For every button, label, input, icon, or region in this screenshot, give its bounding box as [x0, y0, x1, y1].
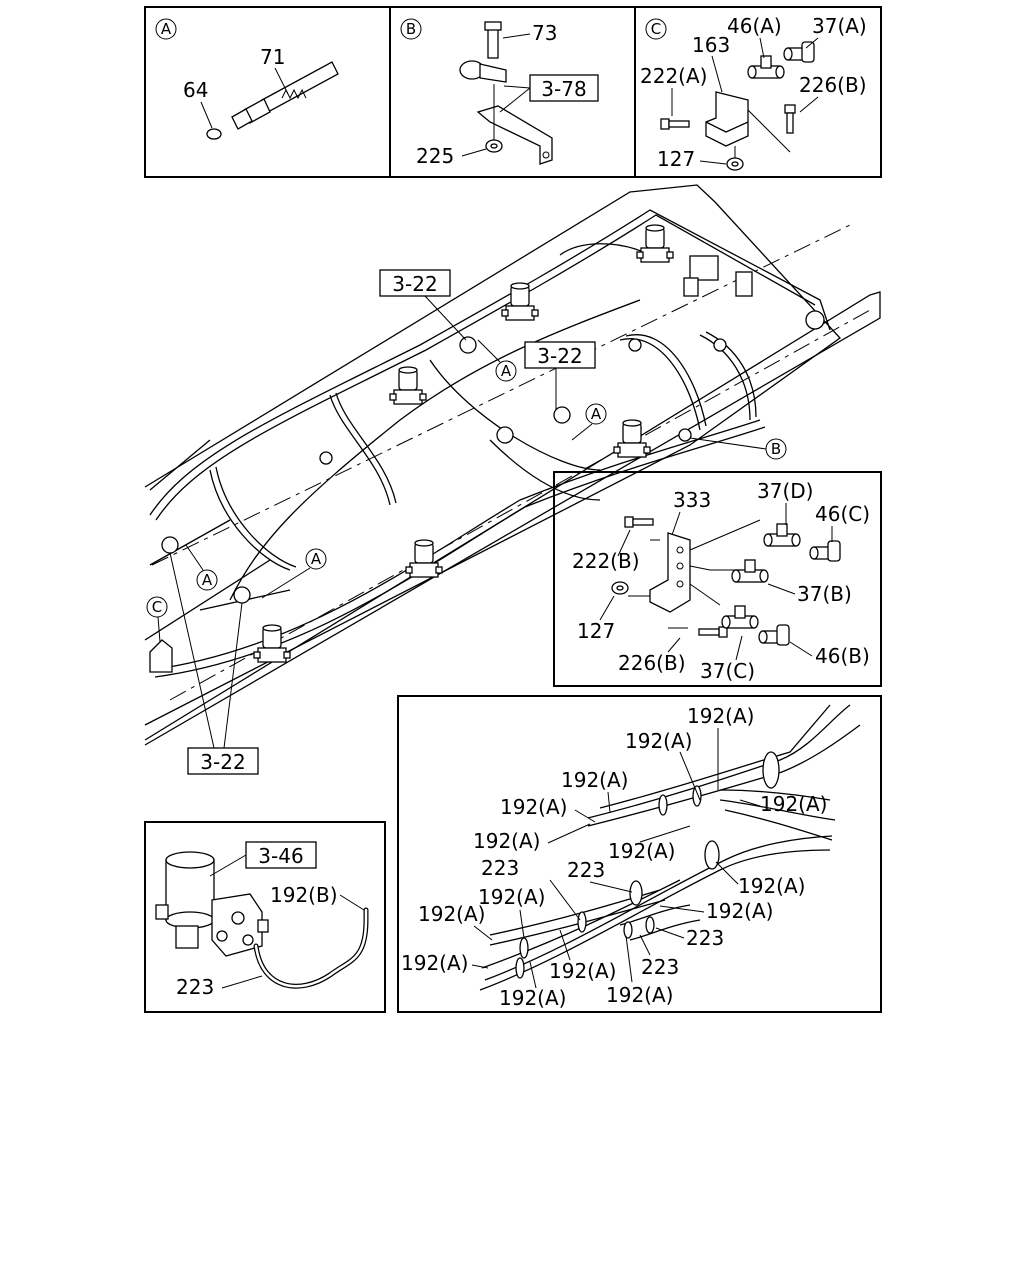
ref-box-3-22-middle: [524, 341, 596, 369]
label-37b: 37(B): [797, 582, 852, 606]
detail-a: A 71 64: [155, 18, 339, 140]
detail-c-marker: C: [645, 18, 667, 40]
air-dryer-detail: 3-46 192(B) 223: [144, 821, 386, 1013]
harness-label-8: 223: [481, 856, 519, 880]
chassis-frame-assembly: [144, 184, 881, 746]
label-46b: 46(B): [815, 644, 870, 668]
main-callouts: A A A A B C: [146, 339, 787, 643]
detail-c: C 46(A) 37(A) 163 222(A) 226(B) 127: [640, 14, 867, 171]
harness-label-18: 192(A): [499, 986, 566, 1010]
label-127-bracket: 127: [577, 619, 615, 643]
label-192b: 192(B): [270, 883, 338, 907]
label-71: 71: [260, 45, 285, 69]
label-226b: 226(B): [799, 73, 867, 97]
callout-a-4: A: [185, 544, 218, 591]
callout-a-1: A: [477, 339, 517, 382]
hose-fitting-part: [206, 61, 339, 140]
svg-text:C: C: [651, 20, 661, 38]
label-222a: 222(A): [640, 64, 707, 88]
ref-box-3-22-lower: [187, 747, 259, 775]
harness-label-4: 192(A): [760, 792, 827, 816]
tube-harness-detail: 192(A) 192(A) 192(A) 192(A) 192(A) 192(A…: [397, 695, 882, 1013]
harness-label-10: 192(A): [738, 874, 805, 898]
ref-3-78: 3-78: [541, 77, 586, 101]
harness-label-14: 223: [686, 926, 724, 950]
label-37d: 37(D): [757, 479, 813, 503]
detail-a-marker: A: [155, 18, 177, 40]
tube-bundle: [479, 704, 861, 991]
label-223-dryer: 223: [176, 975, 214, 999]
harness-label-15: 192(A): [401, 951, 468, 975]
label-46c: 46(C): [815, 502, 870, 526]
harness-label-3: 192(A): [561, 768, 628, 792]
svg-text:B: B: [406, 20, 416, 38]
harness-label-5: 192(A): [500, 795, 567, 819]
harness-label-16: 192(A): [549, 959, 616, 983]
harness-label-2: 192(A): [625, 729, 692, 753]
ref-3-22-upper: 3-22: [392, 272, 437, 296]
detail-b-marker: B: [400, 18, 422, 40]
harness-label-9: 223: [567, 858, 605, 882]
ref-box-3-22-upper: [379, 269, 451, 297]
ref-3-22-lower: 3-22: [200, 750, 245, 774]
ref-3-46: 3-46: [258, 844, 303, 868]
svg-text:B: B: [771, 440, 781, 458]
bracket-detail: 333 37(D) 46(C) 222(B) 37(B) 127 226(B) …: [553, 471, 882, 687]
ref-box-3-46: [245, 841, 317, 869]
harness-label-12: 192(A): [418, 902, 485, 926]
svg-text:A: A: [501, 362, 512, 380]
label-222b: 222(B): [572, 549, 640, 573]
svg-text:A: A: [202, 571, 213, 589]
label-226b-bracket: 226(B): [618, 651, 686, 675]
callout-a-2: A: [571, 403, 607, 441]
main-refs: 3-22 3-22 3-22: [169, 269, 596, 775]
bracket-parts: [611, 516, 841, 646]
detail-b: B 73 3-78 225: [400, 18, 599, 168]
clip-bracket-part: [459, 21, 553, 165]
harness-label-6: 192(A): [473, 829, 540, 853]
mounting-bracket-part: [660, 41, 815, 171]
air-dryer-part: [155, 851, 369, 989]
callout-c: C: [146, 596, 168, 643]
svg-text:C: C: [152, 598, 162, 616]
harness-label-19: 192(A): [606, 983, 673, 1007]
callout-b: B: [689, 437, 787, 460]
harness-label-7: 192(A): [608, 839, 675, 863]
harness-label-1: 192(A): [687, 704, 754, 728]
label-37c: 37(C): [700, 659, 755, 683]
label-127: 127: [657, 147, 695, 171]
harness-label-17: 223: [641, 955, 679, 979]
harness-label-13: 192(A): [706, 899, 773, 923]
label-333: 333: [673, 488, 711, 512]
label-46a: 46(A): [727, 14, 782, 38]
harness-label-11: 192(A): [478, 885, 545, 909]
label-163: 163: [692, 33, 730, 57]
callout-a-3: A: [261, 548, 327, 599]
svg-text:A: A: [161, 20, 172, 38]
detail-boxes-top: [144, 6, 882, 178]
label-73: 73: [532, 21, 557, 45]
label-37a: 37(A): [812, 14, 867, 38]
label-64: 64: [183, 78, 208, 102]
label-225: 225: [416, 144, 454, 168]
ref-3-22-middle: 3-22: [537, 344, 582, 368]
svg-text:A: A: [591, 405, 602, 423]
svg-text:A: A: [311, 550, 322, 568]
